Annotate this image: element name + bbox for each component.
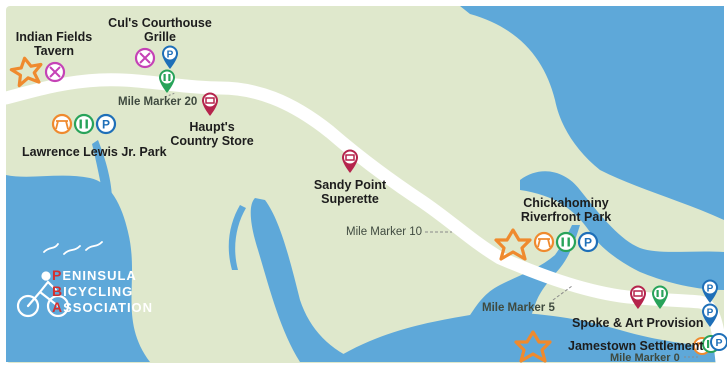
svg-text:P: P — [167, 50, 174, 61]
river-east-upper — [460, 6, 724, 220]
pba-logo: PENINSULA BICYCLING ASSOCIATION — [12, 246, 152, 326]
parking-icon: P — [577, 231, 599, 253]
river-center-branch — [250, 198, 360, 362]
mile-marker-0: Mile Marker 0 — [610, 352, 680, 364]
restroom-icon — [652, 285, 668, 309]
logo-line-1: PENINSULA — [52, 267, 137, 284]
svg-text:P: P — [707, 284, 714, 295]
river-east-lobe — [520, 171, 724, 290]
storefront-icon — [630, 285, 646, 309]
picnic-table-icon — [51, 113, 73, 135]
parking-icon: P — [95, 113, 117, 135]
mile-marker-5-leader — [552, 285, 573, 301]
label-sandy-point-superette: Sandy Point Superette — [313, 178, 387, 206]
label-chickahominy-riverfront-park: Chickahominy Riverfront Park — [520, 196, 612, 224]
mile-marker-5: Mile Marker 5 — [482, 302, 555, 314]
svg-text:P: P — [715, 337, 722, 349]
label-haupts-country-store: Haupt's Country Store — [170, 120, 254, 148]
fork-knife-icon — [134, 47, 156, 69]
parking-icon: P — [702, 279, 718, 303]
river-center-creek — [228, 205, 246, 270]
label-lawrence-lewis-park: Lawrence Lewis Jr. Park — [22, 145, 167, 159]
mile-marker-10: Mile Marker 10 — [346, 226, 423, 238]
label-spoke-art-provision: Spoke & Art Provision — [572, 316, 704, 330]
logo-line-2: BICYCLING — [52, 283, 134, 300]
label-indian-fields-tavern: Indian Fields Tavern — [15, 30, 93, 58]
svg-text:P: P — [102, 118, 110, 132]
star-attraction-icon — [9, 56, 43, 88]
storefront-icon — [202, 92, 218, 116]
water-bodies — [6, 6, 724, 362]
parking-icon: P — [702, 303, 718, 327]
cyclist-logo-icon — [16, 241, 103, 318]
parking-icon: P — [710, 333, 727, 351]
river-west-inlet — [6, 175, 150, 362]
storefront-icon — [342, 149, 358, 173]
star-attraction-icon — [494, 228, 532, 261]
restroom-icon — [159, 69, 175, 93]
logo-line-3: ASSOCIATION — [52, 299, 154, 316]
restroom-icon — [555, 231, 577, 253]
mile-marker-20-leader — [164, 92, 176, 98]
restroom-icon — [73, 113, 95, 135]
fork-knife-icon — [44, 61, 66, 83]
label-jamestown-settlement: Jamestown Settlement — [568, 339, 704, 353]
river-lower — [330, 312, 724, 362]
parking-icon: P — [162, 45, 178, 69]
river-west-branch — [92, 140, 112, 200]
mile-marker-20: Mile Marker 20 — [118, 96, 198, 108]
picnic-table-icon — [533, 231, 555, 253]
star-attraction-icon — [514, 330, 552, 363]
svg-text:P: P — [707, 308, 714, 319]
svg-text:P: P — [584, 236, 592, 250]
label-culs-courthouse-grille: Cul's Courthouse Grille — [108, 16, 212, 44]
